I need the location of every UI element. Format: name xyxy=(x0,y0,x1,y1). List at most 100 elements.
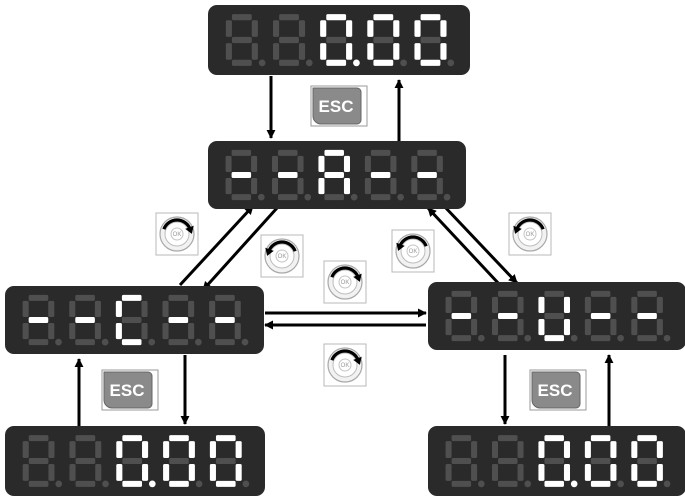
digit-5 xyxy=(209,435,250,488)
segment-e xyxy=(584,464,591,481)
esc-button-bottom-right[interactable]: ESC xyxy=(529,369,587,411)
segment-a xyxy=(122,435,143,442)
segment-b xyxy=(188,441,195,458)
segment-f xyxy=(631,441,638,458)
segment-c xyxy=(188,464,195,481)
ok-label: OK xyxy=(278,254,287,260)
decimal-point xyxy=(397,193,404,201)
segment-d xyxy=(231,194,252,201)
segment-a xyxy=(637,435,657,442)
segment-f xyxy=(209,441,216,458)
segment-g xyxy=(544,312,564,320)
ok-label: OK xyxy=(409,249,418,255)
decimal-point xyxy=(305,59,313,67)
segment-g xyxy=(637,457,657,465)
segment-f xyxy=(491,296,499,313)
segment-b xyxy=(343,155,351,172)
arrowhead xyxy=(396,242,405,251)
segment-b xyxy=(436,155,443,172)
rotate-counterclockwise-icon xyxy=(398,235,428,247)
segment-a xyxy=(417,149,437,156)
segment-f xyxy=(318,155,325,172)
segment-b xyxy=(393,20,400,37)
segment-a xyxy=(544,435,564,442)
segment-f xyxy=(491,441,499,458)
decimal-point xyxy=(258,59,266,67)
digit-5 xyxy=(209,294,249,346)
segment-f xyxy=(364,155,371,172)
segment-b xyxy=(298,20,306,37)
digit-3 xyxy=(538,290,578,342)
segment-f xyxy=(631,296,638,313)
segment-f xyxy=(115,300,122,317)
segment-e xyxy=(209,464,216,481)
segment-f xyxy=(584,441,591,458)
segment-b xyxy=(142,441,149,458)
segment-e xyxy=(584,319,591,336)
segment-a xyxy=(498,435,518,442)
segment-a xyxy=(590,435,611,442)
decimal-point xyxy=(477,480,485,488)
segment-b xyxy=(471,441,478,458)
segment-a xyxy=(420,14,441,21)
decimal-point xyxy=(400,59,407,67)
segment-d xyxy=(326,59,347,66)
decimal-point xyxy=(663,334,671,342)
segment-e xyxy=(631,319,638,336)
segment-f xyxy=(116,441,123,458)
segment-a xyxy=(279,14,299,21)
segment-b xyxy=(563,296,571,313)
arrowhead xyxy=(353,273,362,282)
ok-knob-clockwise-center-bottom[interactable]: OK xyxy=(323,260,367,304)
segment-d xyxy=(544,335,564,342)
segment-d xyxy=(373,59,394,66)
segment-c xyxy=(563,319,571,336)
segment-g xyxy=(28,457,49,465)
segment-d xyxy=(28,480,49,487)
digit-4 xyxy=(584,290,624,342)
segment-f xyxy=(209,300,216,317)
segment-g xyxy=(498,312,518,320)
segment-e xyxy=(538,319,545,336)
rotate-clockwise-icon xyxy=(162,218,192,230)
segment-a xyxy=(121,294,142,301)
segment-c xyxy=(251,178,258,195)
segment-a xyxy=(231,14,252,21)
segment-f xyxy=(163,441,170,458)
segment-b xyxy=(48,441,55,458)
esc-button-bottom-left[interactable]: ESC xyxy=(101,369,159,411)
segment-g xyxy=(451,312,472,320)
segment-e xyxy=(162,323,169,340)
digit-1 xyxy=(22,294,62,346)
segment-e xyxy=(491,464,499,481)
segment-a xyxy=(544,290,564,297)
segment-e xyxy=(163,464,170,481)
arrowhead xyxy=(513,225,522,234)
segment-b xyxy=(235,441,242,458)
segment-a xyxy=(215,435,236,442)
arrow-menu-a-to-menu-c xyxy=(201,206,279,292)
ok-knob-clockwise-right[interactable]: OK xyxy=(323,343,367,387)
esc-label: ESC xyxy=(538,381,573,400)
arrow-menu-u-to-menu-a xyxy=(426,206,502,287)
esc-button-top[interactable]: ESC xyxy=(310,85,368,127)
ok-knob-counterclockwise-center[interactable]: OK xyxy=(391,229,435,273)
segment-g xyxy=(75,316,95,324)
segment-e xyxy=(22,464,29,481)
digit-4 xyxy=(584,435,624,488)
ok-knob-clockwise-left[interactable]: OK xyxy=(155,212,199,256)
segment-c xyxy=(436,178,443,195)
segment-d xyxy=(590,480,611,487)
segment-a xyxy=(28,294,49,301)
display-menu-c xyxy=(5,286,264,354)
digit-4 xyxy=(367,14,407,67)
display-bottom-left-value xyxy=(5,426,265,496)
ok-knob-counterclockwise-left[interactable]: OK xyxy=(260,234,304,278)
segment-c xyxy=(95,464,102,481)
ok-label: OK xyxy=(341,363,350,369)
segment-a xyxy=(215,294,235,301)
ok-knob-counterclockwise-right[interactable]: OK xyxy=(508,212,552,256)
segment-e xyxy=(225,43,232,60)
segment-d xyxy=(215,480,236,487)
